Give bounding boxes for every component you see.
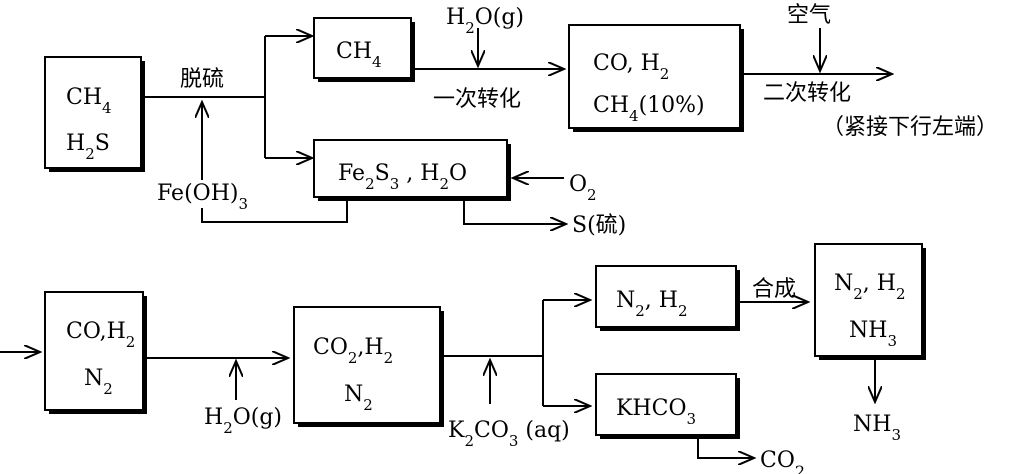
desulfurization-label: 脱硫 bbox=[180, 67, 224, 92]
feed-h2s-label: H2S bbox=[66, 131, 110, 163]
continue-note: （紧接下行左端） bbox=[822, 115, 998, 140]
shift-feed-line1: CO,H2 bbox=[66, 319, 135, 351]
reformed-gas-box: CO, H2 CH4(10%) bbox=[568, 24, 744, 132]
shifted-gas-box: CO2,H2 N2 bbox=[293, 306, 444, 427]
shifted-gas-line1: CO2,H2 bbox=[313, 335, 393, 367]
iron-sulfide-box: Fe2S3 , H2O bbox=[313, 139, 511, 201]
reformed-line1: CO, H2 bbox=[593, 51, 669, 83]
shifted-gas-line2: N2 bbox=[344, 382, 373, 414]
sulfur-label: S(硫) bbox=[572, 213, 626, 238]
product-line2: NH3 bbox=[849, 318, 897, 350]
co2-out-arrow bbox=[697, 438, 754, 458]
feed-ch4-label: CH4 bbox=[66, 85, 112, 117]
feoh3-label: Fe(OH)3 bbox=[157, 181, 248, 213]
ammonia-product-box: N2, H2 NH3 bbox=[814, 243, 926, 360]
primary-reforming-label: 一次转化 bbox=[433, 87, 521, 112]
steam-bottom-label: H2O(g) bbox=[204, 405, 282, 437]
synthesis-gas-label: N2, H2 bbox=[616, 288, 688, 320]
sulfur-arrow bbox=[463, 198, 566, 224]
reformed-line2: CH4(10%) bbox=[593, 93, 705, 125]
shift-feed-box: CO,H2 N2 bbox=[44, 291, 147, 414]
air-label: 空气 bbox=[787, 3, 831, 28]
k2co3-label: K2CO3 (aq) bbox=[448, 418, 570, 450]
ammonia-out-label: NH3 bbox=[853, 412, 901, 444]
bicarbonate-box: KHCO3 bbox=[595, 373, 740, 439]
iron-sulfide-label: Fe2S3 , H2O bbox=[338, 161, 467, 193]
secondary-reforming-label: 二次转化 bbox=[763, 81, 851, 106]
synthesis-gas-box: N2, H2 bbox=[595, 265, 740, 331]
oxygen-label: O2 bbox=[569, 172, 597, 204]
product-line1: N2, H2 bbox=[834, 271, 906, 303]
feoh3-return-line bbox=[201, 198, 348, 223]
steam-top-label: H2O(g) bbox=[446, 5, 524, 37]
co2-out-label: CO2 bbox=[760, 448, 805, 474]
shift-feed-line2: N2 bbox=[84, 366, 113, 398]
feed-gas-box: CH4 H2S bbox=[44, 56, 145, 172]
methane-label: CH4 bbox=[336, 39, 382, 71]
bicarbonate-label: KHCO3 bbox=[616, 396, 696, 428]
methane-box: CH4 bbox=[313, 17, 415, 82]
synthesis-label: 合成 bbox=[752, 277, 796, 302]
